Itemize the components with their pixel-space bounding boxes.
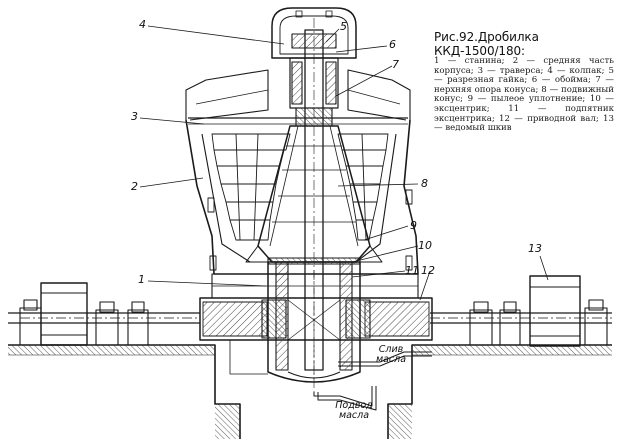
top-assembly	[271, 7, 357, 127]
callout-13: 13	[528, 242, 542, 255]
frame-base	[199, 273, 433, 341]
right-drive	[430, 275, 612, 347]
callout-1: 1	[138, 273, 145, 286]
callout-8: 8	[421, 177, 428, 190]
concave-liners	[211, 133, 389, 241]
lower-seal	[245, 245, 383, 265]
leader-lines	[139, 25, 549, 301]
eccentric-housing	[267, 261, 361, 383]
oil-pipes	[229, 340, 432, 411]
callout-5: 5	[340, 20, 347, 33]
callout-2: 2	[131, 180, 138, 193]
figure-title: Рис.92.Дробилка ККД-1500/180:	[434, 30, 539, 58]
callout-3: 3	[131, 110, 138, 123]
callout-6: 6	[389, 38, 396, 51]
callout-7: 7	[392, 58, 399, 71]
callout-12: 12	[421, 264, 435, 277]
oil-drain-note: Слив масла	[375, 344, 407, 365]
callout-11: 11	[405, 264, 419, 277]
oil-supply-note: Подвод масла	[335, 400, 373, 421]
figure-legend: 1 — станина; 2 — средняя часть корпуса; …	[434, 56, 614, 134]
callout-10: 10	[418, 239, 432, 252]
foundation	[8, 344, 612, 439]
callout-4: 4	[139, 18, 146, 31]
left-drive	[8, 282, 200, 346]
main-shaft	[304, 18, 324, 392]
callout-9: 9	[410, 219, 417, 232]
